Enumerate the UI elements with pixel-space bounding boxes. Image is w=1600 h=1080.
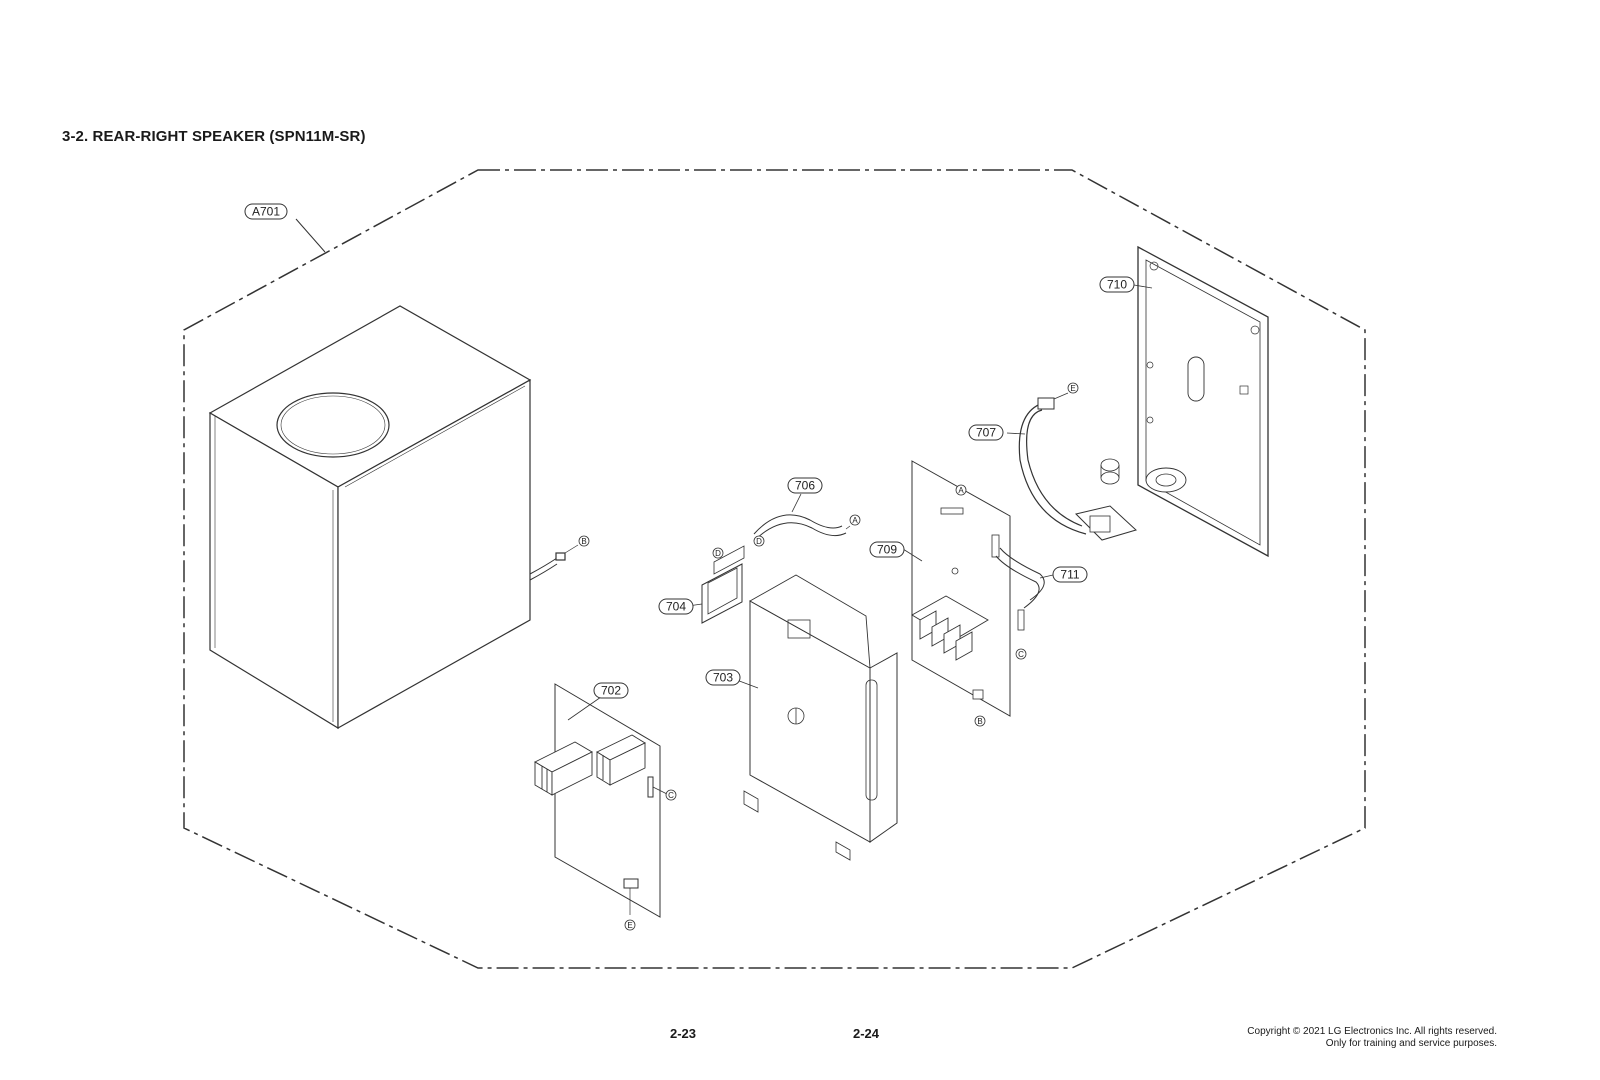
copyright-line-2: Only for training and service purposes. (1325, 1038, 1497, 1049)
part-711-flat-cable (995, 547, 1054, 609)
part-707-ac-inlet (1006, 392, 1137, 541)
part-709-power-pcb (902, 460, 1025, 717)
connector-a-pcb: A (955, 484, 967, 496)
label-711: 711 (1052, 566, 1088, 583)
copyright-line-1: Copyright © 2021 LG Electronics Inc. All… (1247, 1026, 1497, 1037)
label-707: 707 (968, 424, 1004, 441)
assembly-boundary (183, 169, 1366, 969)
svg-text:704: 704 (666, 600, 686, 614)
speaker-cabinet (208, 305, 579, 730)
connector-c-pcb702: C (665, 789, 677, 801)
svg-text:A: A (958, 486, 964, 495)
connector-b-pcb709: B (974, 715, 986, 727)
svg-text:702: 702 (601, 684, 621, 698)
connector-c-pcb709: C (1015, 648, 1027, 660)
label-710: 710 (1099, 276, 1135, 293)
svg-text:709: 709 (877, 543, 897, 557)
svg-text:A: A (852, 516, 858, 525)
svg-text:D: D (756, 537, 762, 546)
connector-markers: B D A D A C B E C E (578, 382, 1079, 931)
svg-text:703: 703 (713, 671, 733, 685)
part-703-bracket (733, 574, 898, 861)
page-number-right: 2-24 (853, 1026, 880, 1041)
connector-e-pcb702: E (624, 919, 636, 931)
connector-b-speaker: B (578, 535, 590, 547)
connector-a-cable: A (849, 514, 861, 526)
svg-text:706: 706 (795, 479, 815, 493)
svg-text:E: E (1070, 384, 1075, 393)
part-710-back-cover (1133, 245, 1269, 558)
copyright-notice: Copyright © 2021 LG Electronics Inc. All… (1247, 1026, 1497, 1050)
svg-text:B: B (977, 717, 982, 726)
part-704-ic-pad (687, 545, 745, 624)
label-706: 706 (787, 477, 823, 494)
page-title: 3-2. REAR-RIGHT SPEAKER (SPN11M-SR) (62, 128, 366, 145)
part-706-flat-cable (753, 493, 851, 542)
label-702: 702 (593, 682, 629, 699)
label-704: 704 (658, 598, 694, 615)
svg-text:E: E (627, 921, 632, 930)
svg-text:A701: A701 (252, 205, 280, 219)
part-labels: A701 702 703 704 706 707 709 710 (244, 203, 1135, 699)
svg-text:711: 711 (1060, 568, 1079, 582)
svg-text:C: C (1018, 650, 1024, 659)
connector-d-chip: D (712, 547, 724, 559)
label-709: 709 (869, 541, 905, 558)
part-702-main-pcb (534, 683, 668, 918)
leader-a701 (295, 218, 326, 253)
svg-text:B: B (581, 537, 586, 546)
page-number-left: 2-23 (670, 1026, 697, 1041)
label-a701: A701 (244, 203, 288, 220)
svg-text:C: C (668, 791, 674, 800)
svg-text:D: D (715, 549, 721, 558)
connector-d-cable: D (753, 535, 765, 547)
svg-text:710: 710 (1107, 278, 1127, 292)
svg-text:707: 707 (976, 426, 996, 440)
label-703: 703 (705, 669, 741, 686)
connector-e-inlet: E (1067, 382, 1079, 394)
